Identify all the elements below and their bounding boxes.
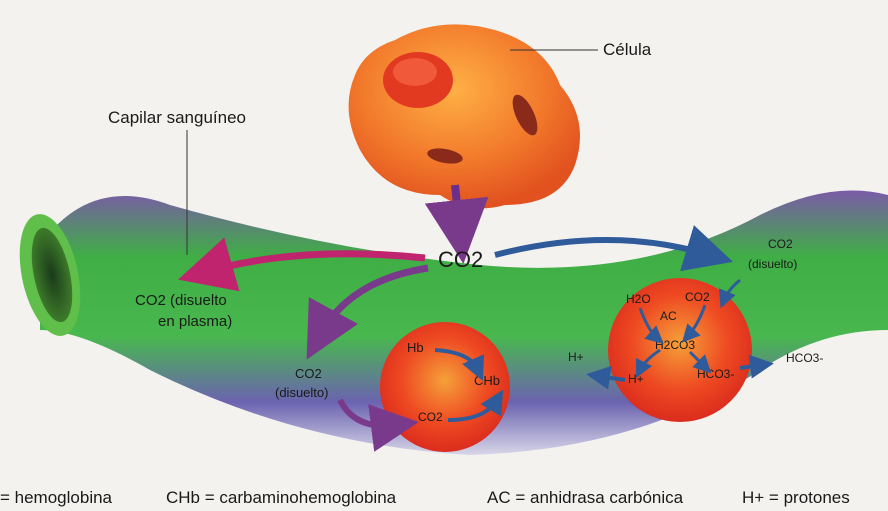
hco3-outside-label: HCO3-: [786, 351, 823, 365]
capillary-label: Capilar sanguíneo: [108, 108, 246, 127]
legend: = hemoglobina CHb = carbaminohemoglobina…: [0, 486, 888, 511]
right-disuelto-label: (disuelto): [748, 257, 797, 271]
cell-to-co2-arrow: [455, 185, 460, 232]
co2-inside-left-label: CO2: [418, 410, 443, 424]
co2-center-label: CO2: [438, 247, 483, 272]
hplus-outside-label: H+: [568, 350, 584, 364]
ac-label: AC: [660, 309, 677, 323]
left-red-blood-cell: Hb CHb CO2: [380, 322, 510, 452]
legend-ac: AC = anhidrasa carbónica: [487, 488, 683, 508]
legend-chb: CHb = carbaminohemoglobina: [166, 488, 396, 508]
left-disuelto-label: (disuelto): [275, 385, 328, 400]
legend-hb: = hemoglobina: [0, 488, 112, 508]
plasma-label-line2: en plasma): [158, 313, 232, 330]
plasma-label-line1: CO2 (disuelto: [135, 292, 227, 309]
hb-label: Hb: [407, 340, 424, 355]
nucleus-highlight: [393, 58, 437, 86]
hplus-inside-label: H+: [628, 372, 644, 386]
chb-label: CHb: [474, 373, 500, 388]
hco3-inside-label: HCO3-: [697, 367, 734, 381]
co2-inside-right-label: CO2: [685, 290, 710, 304]
left-co2-label: CO2: [295, 366, 322, 381]
right-red-blood-cell: H2O CO2 AC H2CO3 H+ HCO3-: [608, 278, 752, 422]
h2o-label: H2O: [626, 292, 651, 306]
legend-protons: H+ = protones: [742, 488, 850, 508]
cell-label: Célula: [603, 40, 652, 59]
cell: [349, 24, 580, 208]
h2co3-label: H2CO3: [655, 338, 695, 352]
right-co2-label: CO2: [768, 237, 793, 251]
